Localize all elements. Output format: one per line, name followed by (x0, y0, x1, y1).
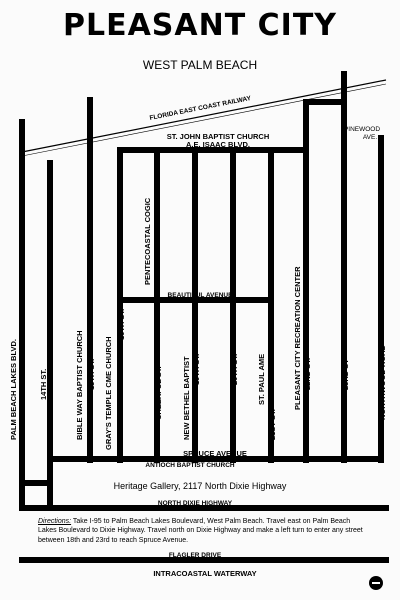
street-16th-label: 16TH ST. (117, 309, 126, 340)
flagler-label: FLAGLER DRIVE (169, 552, 222, 559)
pentecoastal-label: PENTECOASTAL COGIC (143, 197, 152, 285)
grays-temple-label: GRAY'S TEMPLE CME CHURCH (104, 336, 113, 450)
st-john-label: ST. JOHN BAPTIST CHURCH (167, 132, 270, 141)
heritage-gallery-label: Heritage Gallery, 2117 North Dixie Highw… (113, 481, 287, 491)
palm-beach-lakes-label: PALM BEACH LAKES BLVD. (9, 339, 18, 440)
compass-icon (369, 576, 383, 590)
street-22nd-label: 22ND ST. (303, 358, 312, 390)
cheerful-label: CHEERFUL ST. (154, 366, 163, 420)
intracoastal-label: INTRACOASTAL WATERWAY (153, 569, 256, 578)
bible-way-label: BIBLE WAY BAPTIST CHURCH (75, 330, 84, 440)
new-bethel-label: NEW BETHEL BAPTIST (182, 356, 191, 440)
north-dixie-label: NORTH DIXIE HIGHWAY (158, 500, 233, 507)
st-paul-label: ST. PAUL AME (257, 354, 266, 405)
pinewood-ave-label: AVE. (363, 134, 378, 141)
street-21st-label: 21ST ST. (268, 409, 277, 440)
pinewood-label: PINEWOOD (344, 126, 380, 133)
directions-label: Directions: (38, 518, 72, 525)
street-20th-label: 20TH ST. (230, 354, 239, 385)
street-23rd-label: 23RD ST (341, 359, 350, 390)
railway-line (21, 79, 387, 153)
street-15th-label: 15TH ST. (87, 359, 96, 390)
map-title: PLEASANT CITY (62, 8, 338, 43)
directions-body: Take I-95 to Palm Beach Lakes Boulevard,… (38, 518, 363, 544)
map-subtitle: WEST PALM BEACH (142, 58, 258, 72)
street-14th-label: 14TH ST. (39, 369, 48, 400)
spruce-avenue-label: SPRUCE AVENUE (183, 449, 247, 458)
ae-isaac-label: A.E. ISAAC BLVD. (186, 140, 250, 149)
railway-line-2 (21, 83, 387, 157)
northwood-label: NORTHWOOD ROAD (378, 344, 387, 420)
rec-center-label: PLEASANT CITY RECREATION CENTER (293, 266, 302, 410)
antioch-label: ANTIOCH BAPTIST CHURCH (145, 462, 234, 469)
beautiful-avenue-label: BEAUTIFUL AVENUE (168, 292, 234, 299)
street-network (19, 71, 389, 563)
railway-label: FLORIDA EAST COAST RAILWAY (149, 95, 252, 122)
directions-text: Directions: Take I-95 to Palm Beach Lake… (38, 517, 363, 545)
street-19th-label: 19TH ST. (192, 354, 201, 385)
